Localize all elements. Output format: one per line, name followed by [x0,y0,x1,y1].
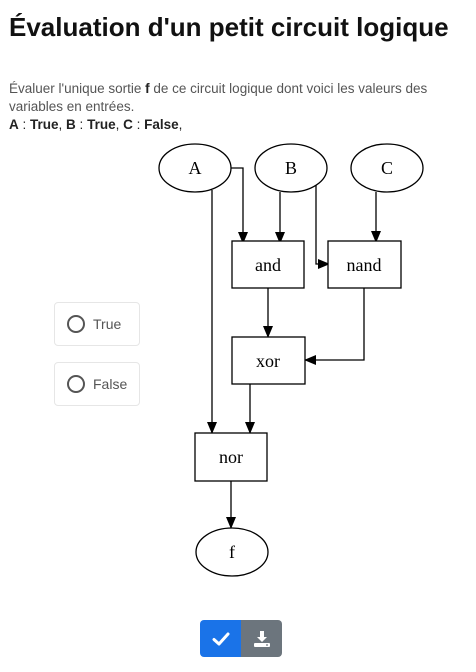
label-gate-nand: nand [347,255,382,275]
var-b-sep: : [75,117,88,132]
node-input-b [254,143,328,193]
label-input-b: B [285,158,297,178]
check-button[interactable] [200,620,241,657]
gate-nand [327,240,402,289]
label-output-f: f [229,542,235,562]
edge-a-and [231,167,248,244]
node-input-c [350,143,424,193]
output-variable: f [145,81,150,96]
var-c-name: C [123,117,133,132]
input-values: A : True, B : True, C : False, [9,117,182,132]
label-input-a: A [189,158,202,178]
var-a-end: , [58,117,67,132]
gate-and [231,240,305,289]
instructions: Évaluer l'unique sortie f de ce circuit … [9,80,469,134]
instructions-text-before: Évaluer l'unique sortie [9,81,146,96]
gate-xor [231,336,306,385]
instructions-text-after: de ce circuit logique dont voici les val… [9,81,428,114]
var-c-end: , [178,117,183,132]
var-c-value: False [144,117,179,132]
var-b-value: True [87,117,116,132]
var-c-sep: : [132,117,145,132]
option-false-label: False [93,376,128,392]
label-input-c: C [381,158,393,178]
var-a-sep: : [18,117,31,132]
option-false[interactable]: False [54,362,140,406]
edge-nand-xor [304,288,365,365]
node-input-a [158,143,232,193]
label-gate-nor: nor [219,447,243,467]
option-true-label: True [93,316,122,332]
label-gate-and: and [255,255,281,275]
label-gate-xor: xor [256,351,280,371]
page-title: Évaluation d'un petit circuit logique [9,12,449,42]
gate-nor [194,432,268,482]
edge-b-nand [315,180,330,269]
download-button[interactable] [241,620,282,657]
download-icon [253,630,270,647]
node-output-f [195,527,269,577]
var-b-name: B [66,117,76,132]
var-b-end: , [115,117,124,132]
option-true[interactable]: True [54,302,140,346]
radio-false[interactable] [67,375,85,393]
circuit-diagram: A B C and nand xor nor f [158,143,424,577]
radio-true[interactable] [67,315,85,333]
var-a-value: True [30,117,59,132]
var-a-name: A [9,117,19,132]
check-icon [212,632,229,645]
